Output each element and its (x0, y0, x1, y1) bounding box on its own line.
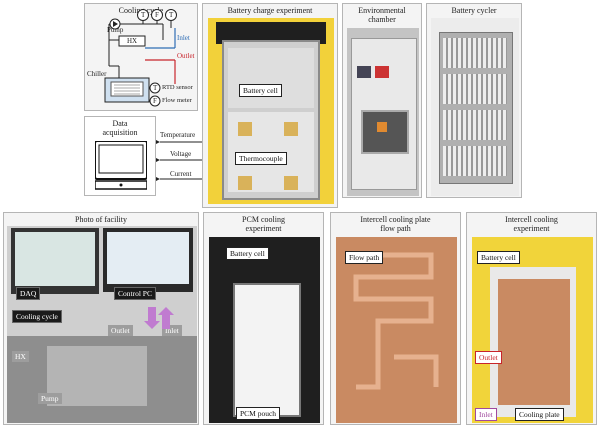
intercell-inlet-label: Inlet (475, 408, 497, 421)
legend-t: T (153, 84, 158, 92)
pcm-photo (209, 237, 320, 423)
legend-f: F (153, 97, 157, 105)
flow-channel-drawing (353, 252, 439, 390)
data-acquisition-panel: Data acquisition (84, 116, 156, 196)
chiller-label: Chiller (87, 70, 107, 78)
hx-box (118, 35, 146, 47)
computer-monitor-icon (95, 141, 147, 190)
battery-cycler-title: Battery cycler (451, 6, 497, 15)
pump-label: Pump (107, 26, 124, 34)
battery-cycler-photo (431, 18, 519, 196)
environmental-chamber-photo (347, 28, 419, 196)
battery-cycler-panel: Battery cycler (426, 3, 522, 198)
daq-title-line2: acquisition (102, 128, 138, 137)
facility-outlet-label: Outlet (108, 325, 133, 336)
env-chamber-title-line1: Environmental (358, 6, 406, 15)
sensor-f: F (155, 11, 159, 19)
outlet-label: Outlet (177, 52, 195, 60)
intercell-exp-title-line1: Intercell cooling (505, 215, 558, 224)
signal-voltage: Voltage (170, 150, 192, 158)
facility-cooling-cycle-label: Cooling cycle (12, 310, 62, 323)
pcm-battery-cell-label: Battery cell (226, 247, 269, 260)
pcm-title-line2: experiment (245, 224, 282, 233)
photo-of-facility-panel: Photo of facility DAQ Control PC Cooling… (3, 212, 199, 425)
battery-charge-title: Battery charge experiment (227, 6, 313, 15)
facility-flow-arrows (144, 307, 174, 329)
thermocouple-label: Thermocouple (235, 152, 287, 165)
flow-path-label: Flow path (345, 251, 384, 264)
facility-inlet-label: Inlet (162, 325, 182, 336)
intercell-experiment-photo (472, 237, 593, 423)
intercell-battery-cell-label: Battery cell (477, 251, 520, 264)
inlet-label: Inlet (177, 34, 190, 42)
signal-temperature: Temperature (160, 131, 196, 139)
facility-hx-label: HX (12, 351, 29, 362)
facility-pump-label: Pump (38, 393, 62, 404)
pcm-pouch-label: PCM pouch (236, 407, 281, 420)
signal-current: Current (170, 170, 192, 178)
cooling-cycle-panel: Cooling cycle Pump T (84, 3, 198, 111)
battery-charge-panel: Battery charge experiment Battery cell T… (202, 3, 338, 208)
intercell-flow-panel: Intercell cooling plate flow path Flow p… (330, 212, 461, 425)
cooling-cycle-diagram (104, 9, 177, 107)
env-chamber-title-line2: chamber (368, 15, 396, 24)
sensor-t-2: T (169, 11, 174, 19)
intercell-exp-title-line2: experiment (513, 224, 550, 233)
flow-title-line2: flow path (380, 224, 411, 233)
flow-path-photo (336, 237, 457, 423)
facility-title: Photo of facility (75, 215, 127, 224)
legend-rtd-label: RTD sensor (162, 84, 193, 91)
flow-title-line1: Intercell cooling plate (360, 215, 431, 224)
battery-cell-label: Battery cell (239, 84, 282, 97)
control-pc-label: Control PC (114, 287, 156, 300)
daq-title-line1: Data (112, 119, 128, 128)
intercell-outlet-label: Outlet (475, 351, 502, 364)
pcm-title-line1: PCM cooling (242, 215, 285, 224)
environmental-chamber-panel: Environmental chamber (342, 3, 422, 198)
signal-arrows (156, 139, 204, 182)
pcm-cooling-panel: PCM cooling experiment Battery cell PCM … (203, 212, 324, 425)
sensor-t-1: T (141, 11, 146, 19)
daq-label: DAQ (16, 287, 41, 300)
hx-label: HX (127, 37, 138, 45)
cooling-plate-label: Cooling plate (515, 408, 564, 421)
legend-flow-label: Flow meter (162, 97, 192, 104)
battery-charge-photo (208, 18, 334, 204)
intercell-experiment-panel: Intercell cooling experiment Battery cel… (466, 212, 597, 425)
